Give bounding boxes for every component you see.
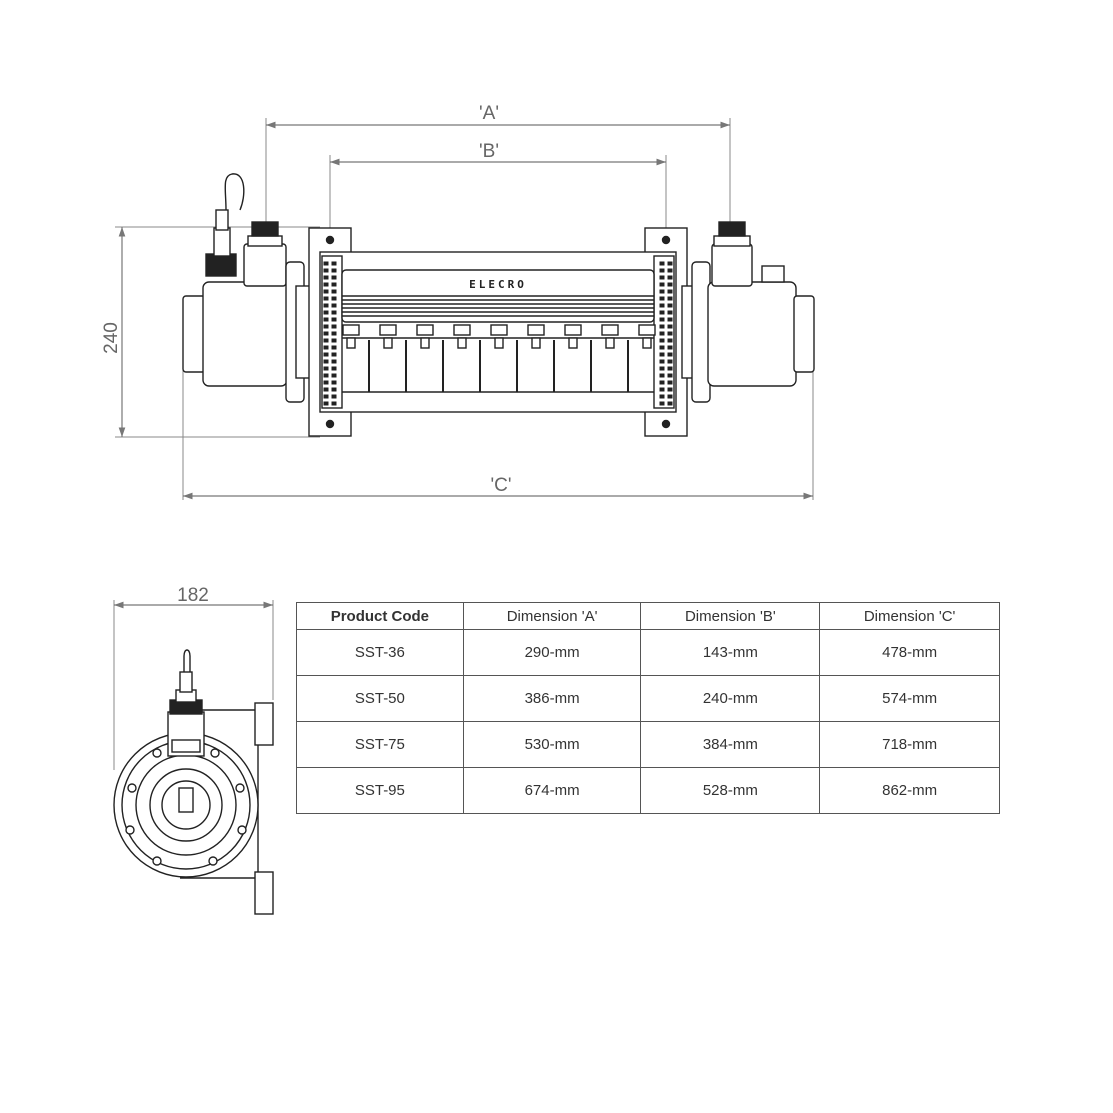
- dimensions-table: Product Code Dimension 'A' Dimension 'B'…: [296, 602, 1000, 814]
- cell-dimension-b: 528-mm: [640, 767, 821, 814]
- cell-product-code: SST-75: [296, 721, 464, 768]
- dimension-width-label: 182: [177, 585, 209, 606]
- cell-dimension-c: 718-mm: [819, 721, 1000, 768]
- cell-product-code: SST-50: [296, 675, 464, 722]
- cell-dimension-c: 478-mm: [819, 629, 1000, 676]
- cell-dimension-b: 240-mm: [640, 675, 821, 722]
- side-view: [113, 600, 274, 915]
- dimension-c-label: 'C': [491, 475, 512, 496]
- header-dimension-b: Dimension 'B': [640, 602, 821, 630]
- table-header-row: Product Code Dimension 'A' Dimension 'B'…: [296, 602, 1000, 630]
- table-row: SST-75 530-mm 384-mm 718-mm: [296, 721, 1000, 768]
- header-dimension-a: Dimension 'A': [462, 602, 642, 630]
- cell-dimension-b: 143-mm: [640, 629, 821, 676]
- table-row: SST-36 290-mm 143-mm 478-mm: [296, 629, 1000, 676]
- dimension-a-label: 'A': [479, 103, 499, 124]
- cell-product-code: SST-95: [296, 767, 464, 814]
- cell-dimension-a: 290-mm: [462, 629, 642, 676]
- dimension-height-label: 240: [101, 322, 122, 354]
- front-view: [115, 118, 815, 500]
- header-dimension-c: Dimension 'C': [819, 602, 1000, 630]
- cell-dimension-a: 530-mm: [462, 721, 642, 768]
- dimension-b-label: 'B': [479, 141, 499, 162]
- table-row: SST-95 674-mm 528-mm 862-mm: [296, 767, 1000, 814]
- cell-dimension-a: 674-mm: [462, 767, 642, 814]
- cell-dimension-a: 386-mm: [462, 675, 642, 722]
- cell-product-code: SST-36: [296, 629, 464, 676]
- brand-logo: ELECRO: [469, 278, 527, 291]
- cell-dimension-b: 384-mm: [640, 721, 821, 768]
- cell-dimension-c: 574-mm: [819, 675, 1000, 722]
- cell-dimension-c: 862-mm: [819, 767, 1000, 814]
- table-row: SST-50 386-mm 240-mm 574-mm: [296, 675, 1000, 722]
- header-product-code: Product Code: [296, 602, 464, 630]
